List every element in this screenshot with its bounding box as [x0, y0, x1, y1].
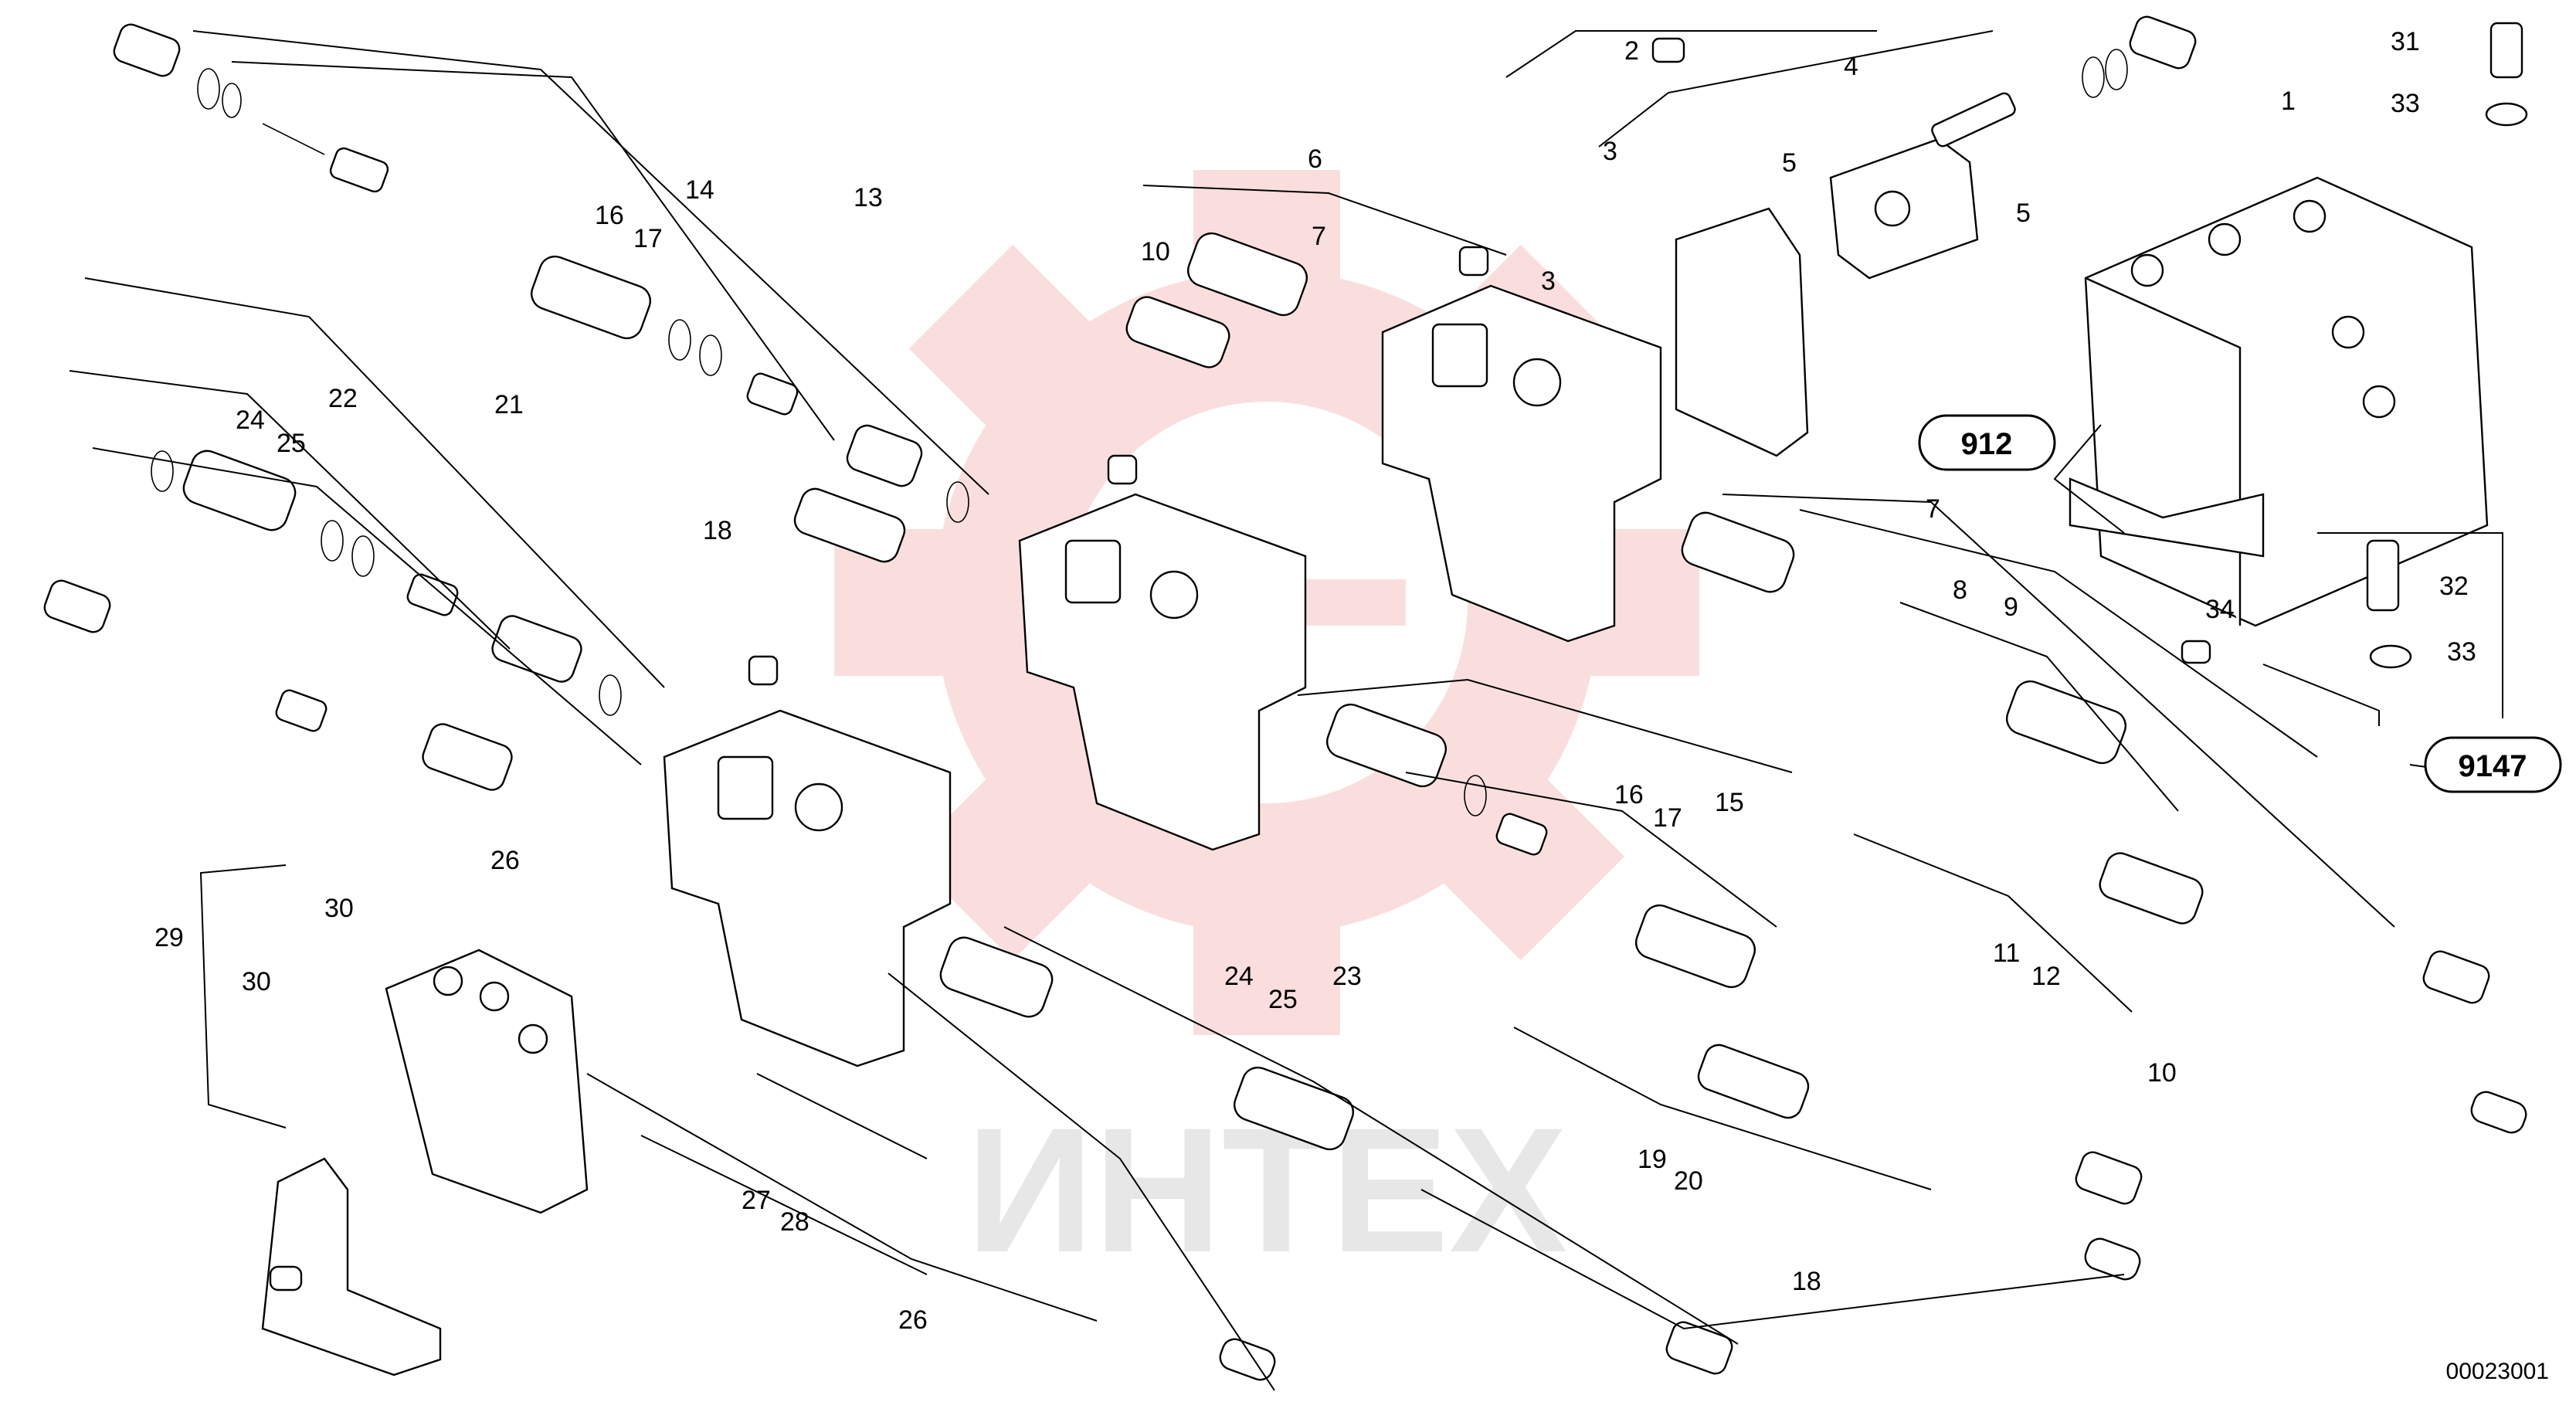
- label-33b: 33: [2447, 637, 2476, 667]
- label-8: 8: [1953, 575, 1967, 605]
- label-18b: 18: [1792, 1267, 1821, 1296]
- label-27: 27: [742, 1186, 771, 1215]
- reference-912-text: 912: [1961, 427, 2013, 461]
- reference-box-9147: 9147: [2424, 736, 2562, 793]
- label-33a: 33: [2391, 89, 2420, 118]
- label-16b: 16: [1614, 780, 1644, 810]
- valve-section-top: [1381, 207, 1809, 643]
- label-2: 2: [1624, 36, 1639, 66]
- valve-section-lower: [663, 709, 952, 1067]
- label-24b: 24: [1224, 962, 1254, 991]
- label-30b: 30: [242, 967, 271, 996]
- spool-row-right: [1219, 511, 2527, 1381]
- spool-row-mid-left: [43, 450, 622, 791]
- spool-row-top-left: [113, 23, 969, 523]
- label-7a: 7: [1312, 222, 1326, 251]
- label-12: 12: [2031, 962, 2061, 991]
- label-25b: 25: [1268, 985, 1298, 1014]
- label-22: 22: [328, 384, 358, 413]
- label-3a: 3: [1603, 137, 1617, 166]
- label-16a: 16: [595, 201, 624, 230]
- label-3b: 3: [1541, 266, 1556, 296]
- label-6: 6: [1308, 144, 1322, 174]
- label-14: 14: [685, 175, 714, 205]
- label-17a: 17: [633, 224, 663, 253]
- label-4: 4: [1844, 52, 1858, 81]
- label-5b: 5: [2016, 199, 2031, 228]
- label-29: 29: [154, 923, 184, 952]
- label-18a: 18: [703, 516, 732, 545]
- label-25a: 25: [277, 429, 306, 458]
- label-10b: 10: [2147, 1058, 2177, 1088]
- label-19: 19: [1638, 1145, 1667, 1174]
- label-24a: 24: [236, 406, 265, 435]
- label-20: 20: [1674, 1166, 1703, 1196]
- label-17b: 17: [1653, 803, 1682, 833]
- reference-box-912: 912: [1918, 414, 2056, 471]
- part-number-labels: 1 2 3 3 4 5 5 6 7 7 8 9 10 10 11 12 13 1…: [154, 27, 2476, 1335]
- label-21: 21: [494, 390, 524, 419]
- label-5a: 5: [1782, 148, 1797, 178]
- inlet-section: [385, 949, 589, 1214]
- label-26b: 26: [898, 1305, 928, 1335]
- end-cover-top: [1829, 137, 1979, 280]
- label-9: 9: [2004, 592, 2018, 622]
- label-7b: 7: [1926, 494, 1940, 524]
- label-11: 11: [1993, 939, 2020, 968]
- label-30a: 30: [324, 894, 354, 923]
- label-32: 32: [2439, 572, 2469, 601]
- label-31: 31: [2391, 27, 2420, 56]
- label-15: 15: [1715, 788, 1744, 817]
- valve-section-middle: [1018, 493, 1307, 851]
- assembled-valve-view: [2069, 176, 2489, 627]
- spool-row-center: [793, 232, 1810, 1151]
- reference-9147-text: 9147: [2459, 749, 2527, 783]
- label-26a: 26: [490, 846, 520, 875]
- label-10a: 10: [1141, 237, 1170, 266]
- label-34: 34: [2205, 595, 2235, 624]
- label-13: 13: [854, 183, 883, 212]
- loose-fittings: [748, 15, 2528, 686]
- mounting-bracket: [261, 1157, 442, 1376]
- label-28: 28: [780, 1207, 809, 1237]
- label-1: 1: [2281, 87, 2296, 116]
- label-23: 23: [1332, 962, 1362, 991]
- drawing-number: 00023001: [2446, 1359, 2549, 1384]
